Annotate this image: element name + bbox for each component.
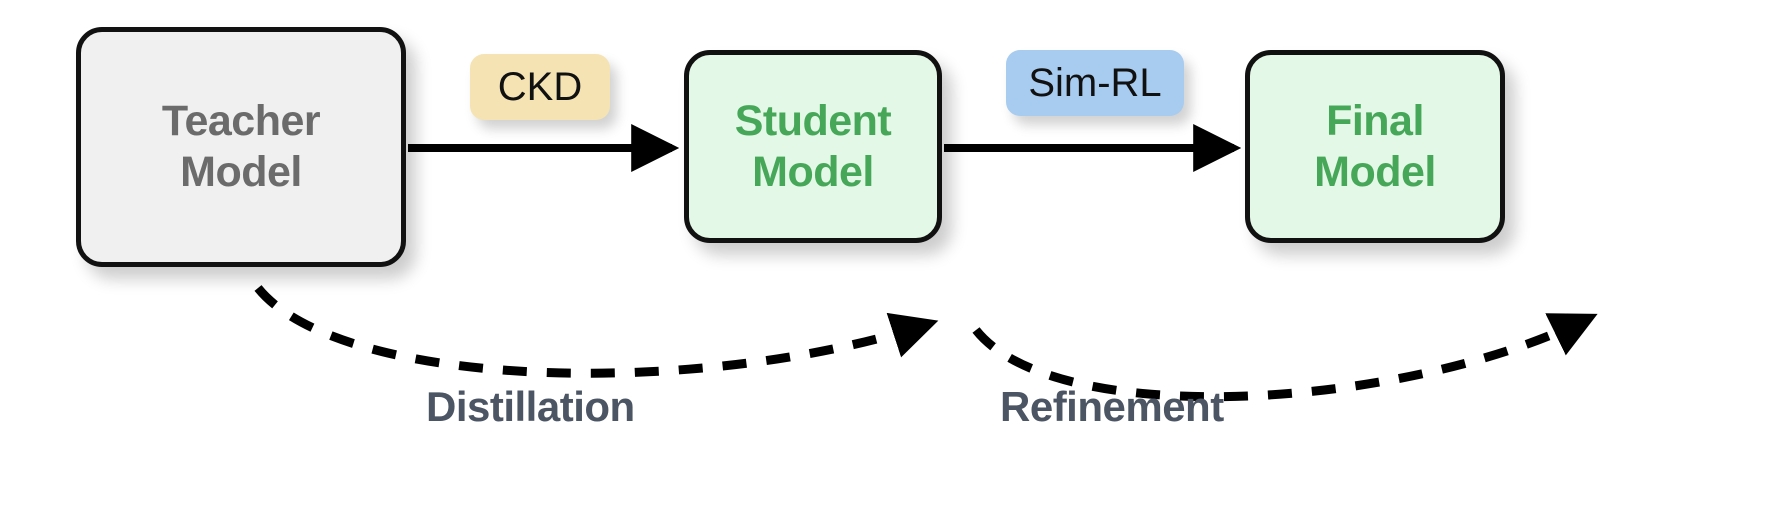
edge-chip-sim-rl-label: Sim-RL [1028, 60, 1162, 105]
node-final-model[interactable]: Final Model [1245, 50, 1505, 243]
dashed-curve-refinement [972, 313, 1598, 402]
node-teacher-model[interactable]: Teacher Model [76, 27, 406, 267]
node-student-model[interactable]: Student Model [684, 50, 942, 243]
caption-distillation: Distillation [426, 383, 635, 430]
node-student-model-label: Student Model [734, 96, 892, 196]
edge-chip-sim-rl[interactable]: Sim-RL [1006, 50, 1184, 116]
caption-refinement: Refinement [1000, 383, 1224, 430]
edge-chip-ckd[interactable]: CKD [470, 54, 610, 120]
node-teacher-model-label: Teacher Model [161, 97, 321, 196]
node-final-model-label: Final Model [1314, 96, 1436, 196]
edge-chip-ckd-label: CKD [497, 64, 583, 109]
dashed-curve-distillation [254, 285, 939, 378]
